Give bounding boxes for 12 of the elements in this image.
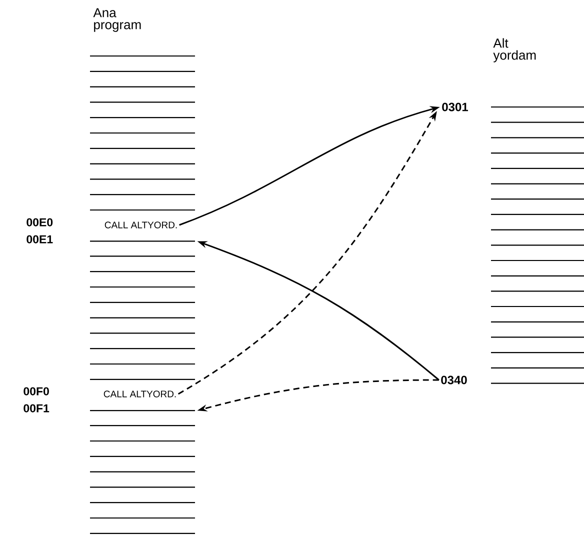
- address-text: 0301: [442, 102, 468, 112]
- address-text: 00E0: [26, 218, 53, 226]
- heading-text: Alt yordam: [493, 38, 536, 62]
- heading-text: Ana program: [93, 8, 141, 32]
- instruction-text: CALL ALTYORD.: [104, 222, 177, 228]
- address-text: 00E1: [26, 235, 53, 244]
- row-line: [90, 240, 195, 242]
- instruction-text: CALL ALTYORD.: [104, 390, 176, 398]
- row-line: [90, 410, 195, 412]
- address-text: 00F0: [24, 387, 49, 396]
- address-text: 00F1: [24, 404, 50, 412]
- address-text: 0340: [441, 376, 467, 384]
